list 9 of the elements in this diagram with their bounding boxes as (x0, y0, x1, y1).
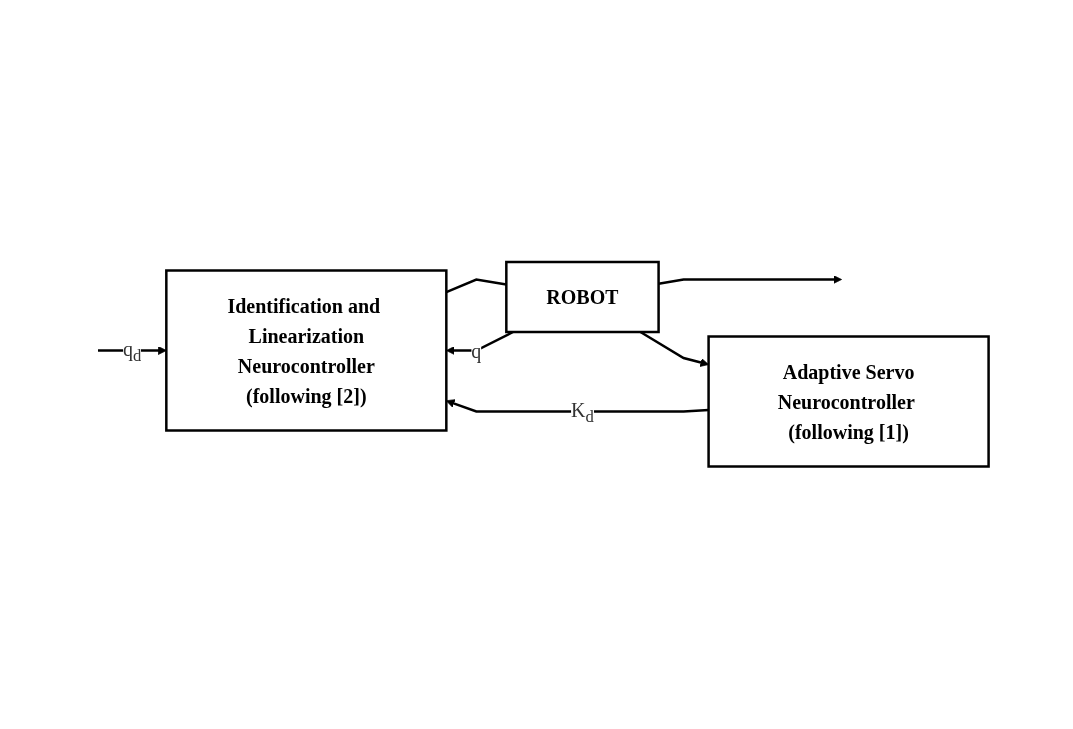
edge-label: K$_{d}$ (571, 398, 595, 426)
node-box: Identification and Linearization Neurocontroller (following [2]) (165, 269, 448, 432)
arrow (658, 275, 843, 286)
node-box: ROBOT (505, 261, 661, 334)
arrow (446, 399, 709, 413)
node-box: Adaptive Servo Neurocontroller (following [1]) (707, 335, 991, 468)
edge-label: q$_{d}$ (123, 337, 142, 365)
edge-label: q (471, 339, 482, 362)
connector (446, 278, 507, 294)
